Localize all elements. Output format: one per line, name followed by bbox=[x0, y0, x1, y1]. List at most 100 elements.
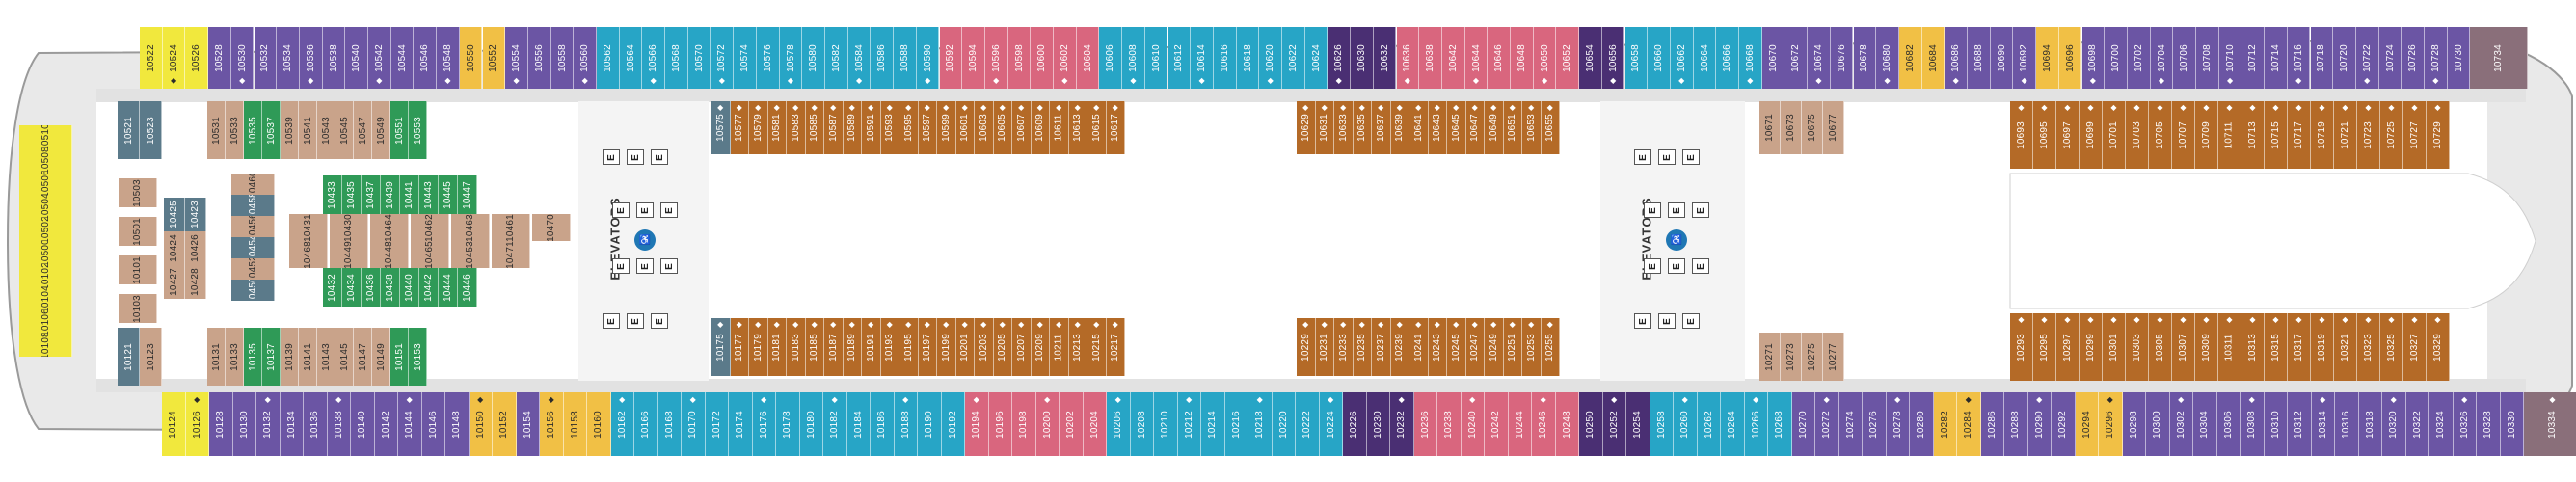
elevator-button[interactable]: E bbox=[1668, 258, 1685, 274]
cabin-10647[interactable]: 10647◆ bbox=[1465, 101, 1485, 154]
cabin-10231[interactable]: 10231◆ bbox=[1315, 318, 1334, 376]
cabin-10592[interactable]: 10592 bbox=[939, 27, 963, 89]
cabin-10222[interactable]: 10222 bbox=[1296, 392, 1320, 456]
cabin-10175[interactable]: 10175◆ bbox=[711, 318, 731, 376]
cabin-10213[interactable]: 10213◆ bbox=[1068, 318, 1087, 376]
cabin-10650[interactable]: 10650◆ bbox=[1533, 27, 1557, 89]
cabin-10588[interactable]: 10588 bbox=[894, 27, 917, 89]
cabin-10195[interactable]: 10195◆ bbox=[899, 318, 919, 376]
cabin-10721[interactable]: 10721◆ bbox=[2334, 101, 2357, 169]
cabin-10724[interactable]: 10724 bbox=[2378, 27, 2402, 89]
cabin-10506[interactable]: 10506 bbox=[19, 172, 72, 195]
cabin-10456[interactable]: 10456 bbox=[231, 216, 275, 237]
cabin-10675[interactable]: 10675 bbox=[1802, 101, 1823, 154]
cabin-10280[interactable]: 10280 bbox=[1910, 392, 1934, 456]
cabin-10545[interactable]: 10545 bbox=[335, 101, 354, 159]
cabin-10176[interactable]: 10176◆ bbox=[752, 392, 776, 456]
cabin-10695[interactable]: 10695◆ bbox=[2033, 101, 2056, 169]
cabin-10727[interactable]: 10727◆ bbox=[2403, 101, 2427, 169]
cabin-10276[interactable]: 10276 bbox=[1863, 392, 1887, 456]
cabin-10639[interactable]: 10639◆ bbox=[1390, 101, 1409, 154]
elevator-button[interactable]: E bbox=[627, 313, 644, 329]
cabin-10324[interactable]: 10324 bbox=[2429, 392, 2454, 456]
cabin-10629[interactable]: 10629◆ bbox=[1297, 101, 1316, 154]
cabin-10436[interactable]: 10436 bbox=[362, 268, 381, 307]
cabin-10653[interactable]: 10653◆ bbox=[1522, 101, 1542, 154]
cabin-10605[interactable]: 10605◆ bbox=[993, 101, 1012, 154]
cabin-10587[interactable]: 10587◆ bbox=[824, 101, 844, 154]
cabin-10132[interactable]: 10132◆ bbox=[256, 392, 281, 456]
cabin-10211[interactable]: 10211◆ bbox=[1050, 318, 1069, 376]
cabin-10708[interactable]: 10708 bbox=[2196, 27, 2219, 89]
cabin-10156[interactable]: 10156◆ bbox=[540, 392, 564, 456]
cabin-10295[interactable]: 10295◆ bbox=[2033, 313, 2056, 381]
cabin-10323[interactable]: 10323◆ bbox=[2357, 313, 2380, 381]
cabin-10503[interactable]: 10503 bbox=[119, 178, 157, 207]
cabin-10311[interactable]: 10311◆ bbox=[2218, 313, 2241, 381]
cabin-10264[interactable]: 10264 bbox=[1721, 392, 1745, 456]
cabin-10170[interactable]: 10170◆ bbox=[682, 392, 706, 456]
cabin-10145[interactable]: 10145 bbox=[335, 328, 354, 386]
cabin-10560[interactable]: 10560◆ bbox=[574, 27, 597, 89]
cabin-10428[interactable]: 10428 bbox=[185, 265, 206, 299]
cabin-10734[interactable]: 10734 bbox=[2470, 27, 2529, 89]
cabin-10706[interactable]: 10706 bbox=[2173, 27, 2196, 89]
cabin-10533[interactable]: 10533 bbox=[226, 101, 244, 159]
cabin-10597[interactable]: 10597◆ bbox=[918, 101, 937, 154]
cabin-10253[interactable]: 10253◆ bbox=[1522, 318, 1542, 376]
cabin-10568[interactable]: 10568 bbox=[665, 27, 688, 89]
cabin-10636[interactable]: 10636◆ bbox=[1396, 27, 1420, 89]
elevator-button[interactable]: E bbox=[1644, 258, 1661, 274]
cabin-10595[interactable]: 10595◆ bbox=[899, 101, 919, 154]
cabin-10642[interactable]: 10642 bbox=[1441, 27, 1465, 89]
elevator-button[interactable]: E bbox=[651, 313, 668, 329]
cabin-10601[interactable]: 10601◆ bbox=[955, 101, 975, 154]
cabin-10320[interactable]: 10320◆ bbox=[2382, 392, 2406, 456]
cabin-10460[interactable]: 10460 bbox=[231, 174, 275, 195]
cabin-10166[interactable]: 10166 bbox=[634, 392, 658, 456]
cabin-10448[interactable]: 10448 bbox=[370, 241, 409, 268]
cabin-10609[interactable]: 10609◆ bbox=[1031, 101, 1050, 154]
cabin-10271[interactable]: 10271 bbox=[1759, 333, 1781, 381]
cabin-10465[interactable]: 10465 bbox=[411, 241, 449, 268]
cabin-10241[interactable]: 10241◆ bbox=[1409, 318, 1429, 376]
cabin-10424[interactable]: 10424 bbox=[164, 231, 185, 265]
cabin-10444[interactable]: 10444 bbox=[439, 268, 458, 307]
cabin-10172[interactable]: 10172 bbox=[705, 392, 729, 456]
cabin-10638[interactable]: 10638 bbox=[1419, 27, 1442, 89]
cabin-10548[interactable]: 10548◆ bbox=[437, 27, 460, 89]
cabin-10603[interactable]: 10603◆ bbox=[975, 101, 994, 154]
cabin-10152[interactable]: 10152 bbox=[493, 392, 517, 456]
cabin-10205[interactable]: 10205◆ bbox=[993, 318, 1012, 376]
cabin-10526[interactable]: 10526 bbox=[185, 27, 209, 89]
cabin-10124[interactable]: 10124 bbox=[162, 392, 186, 456]
cabin-10330[interactable]: 10330 bbox=[2500, 392, 2524, 456]
cabin-10296[interactable]: 10296◆ bbox=[2099, 392, 2123, 456]
cabin-10247[interactable]: 10247◆ bbox=[1465, 318, 1485, 376]
elevator-button[interactable]: E bbox=[1668, 202, 1685, 218]
cabin-10584[interactable]: 10584◆ bbox=[847, 27, 872, 89]
cabin-10680[interactable]: 10680◆ bbox=[1876, 27, 1899, 89]
cabin-10154[interactable]: 10154 bbox=[516, 392, 540, 456]
cabin-10321[interactable]: 10321◆ bbox=[2334, 313, 2357, 381]
cabin-10206[interactable]: 10206◆ bbox=[1107, 392, 1131, 456]
cabin-10299[interactable]: 10299◆ bbox=[2080, 313, 2103, 381]
cabin-10668[interactable]: 10668◆ bbox=[1739, 27, 1762, 89]
cabin-10658[interactable]: 10658 bbox=[1624, 27, 1649, 89]
cabin-10671[interactable]: 10671 bbox=[1759, 101, 1781, 154]
cabin-10440[interactable]: 10440 bbox=[400, 268, 419, 307]
cabin-10522[interactable]: 10522 bbox=[140, 27, 163, 89]
cabin-10553[interactable]: 10553 bbox=[409, 101, 427, 159]
elevator-button[interactable]: E bbox=[636, 202, 654, 218]
cabin-10178[interactable]: 10178 bbox=[776, 392, 800, 456]
cabin-10103[interactable]: 10103 bbox=[119, 294, 157, 323]
cabin-10502[interactable]: 10502 bbox=[19, 218, 72, 241]
cabin-10310[interactable]: 10310 bbox=[2264, 392, 2288, 456]
cabin-10293[interactable]: 10293◆ bbox=[2010, 313, 2033, 381]
cabin-10315[interactable]: 10315◆ bbox=[2265, 313, 2288, 381]
cabin-10275[interactable]: 10275 bbox=[1802, 333, 1823, 381]
cabin-10438[interactable]: 10438 bbox=[381, 268, 400, 307]
cabin-10305[interactable]: 10305◆ bbox=[2149, 313, 2172, 381]
cabin-10196[interactable]: 10196 bbox=[988, 392, 1012, 456]
cabin-10714[interactable]: 10714 bbox=[2265, 27, 2288, 89]
